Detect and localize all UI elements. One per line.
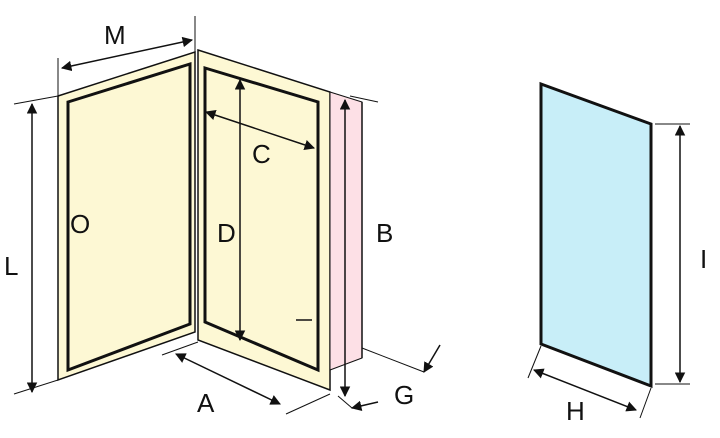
dimension-i: I — [655, 123, 707, 385]
dimension-l: L — [4, 95, 59, 395]
label-h: H — [566, 396, 585, 426]
panel — [539, 81, 653, 389]
dimension-h: H — [527, 345, 652, 426]
door-inner — [66, 61, 192, 373]
label-c: C — [252, 139, 271, 169]
label-l: L — [4, 251, 18, 281]
panel-shape — [539, 81, 653, 389]
dimension-m: M — [57, 16, 196, 96]
door-knob: O — [70, 209, 90, 239]
label-d: D — [217, 218, 236, 248]
side-panel — [329, 91, 363, 371]
label-g: G — [394, 380, 414, 410]
label-a: A — [197, 388, 215, 418]
label-i: I — [700, 244, 707, 274]
dimension-d: D — [217, 78, 246, 342]
open-door: O — [57, 50, 196, 382]
dimension-b: B — [339, 95, 393, 398]
label-b: B — [376, 218, 393, 248]
label-m: M — [104, 20, 126, 50]
dimension-g: G — [337, 344, 441, 411]
dimension-c: C — [205, 110, 315, 169]
dimension-a: A — [161, 341, 331, 418]
